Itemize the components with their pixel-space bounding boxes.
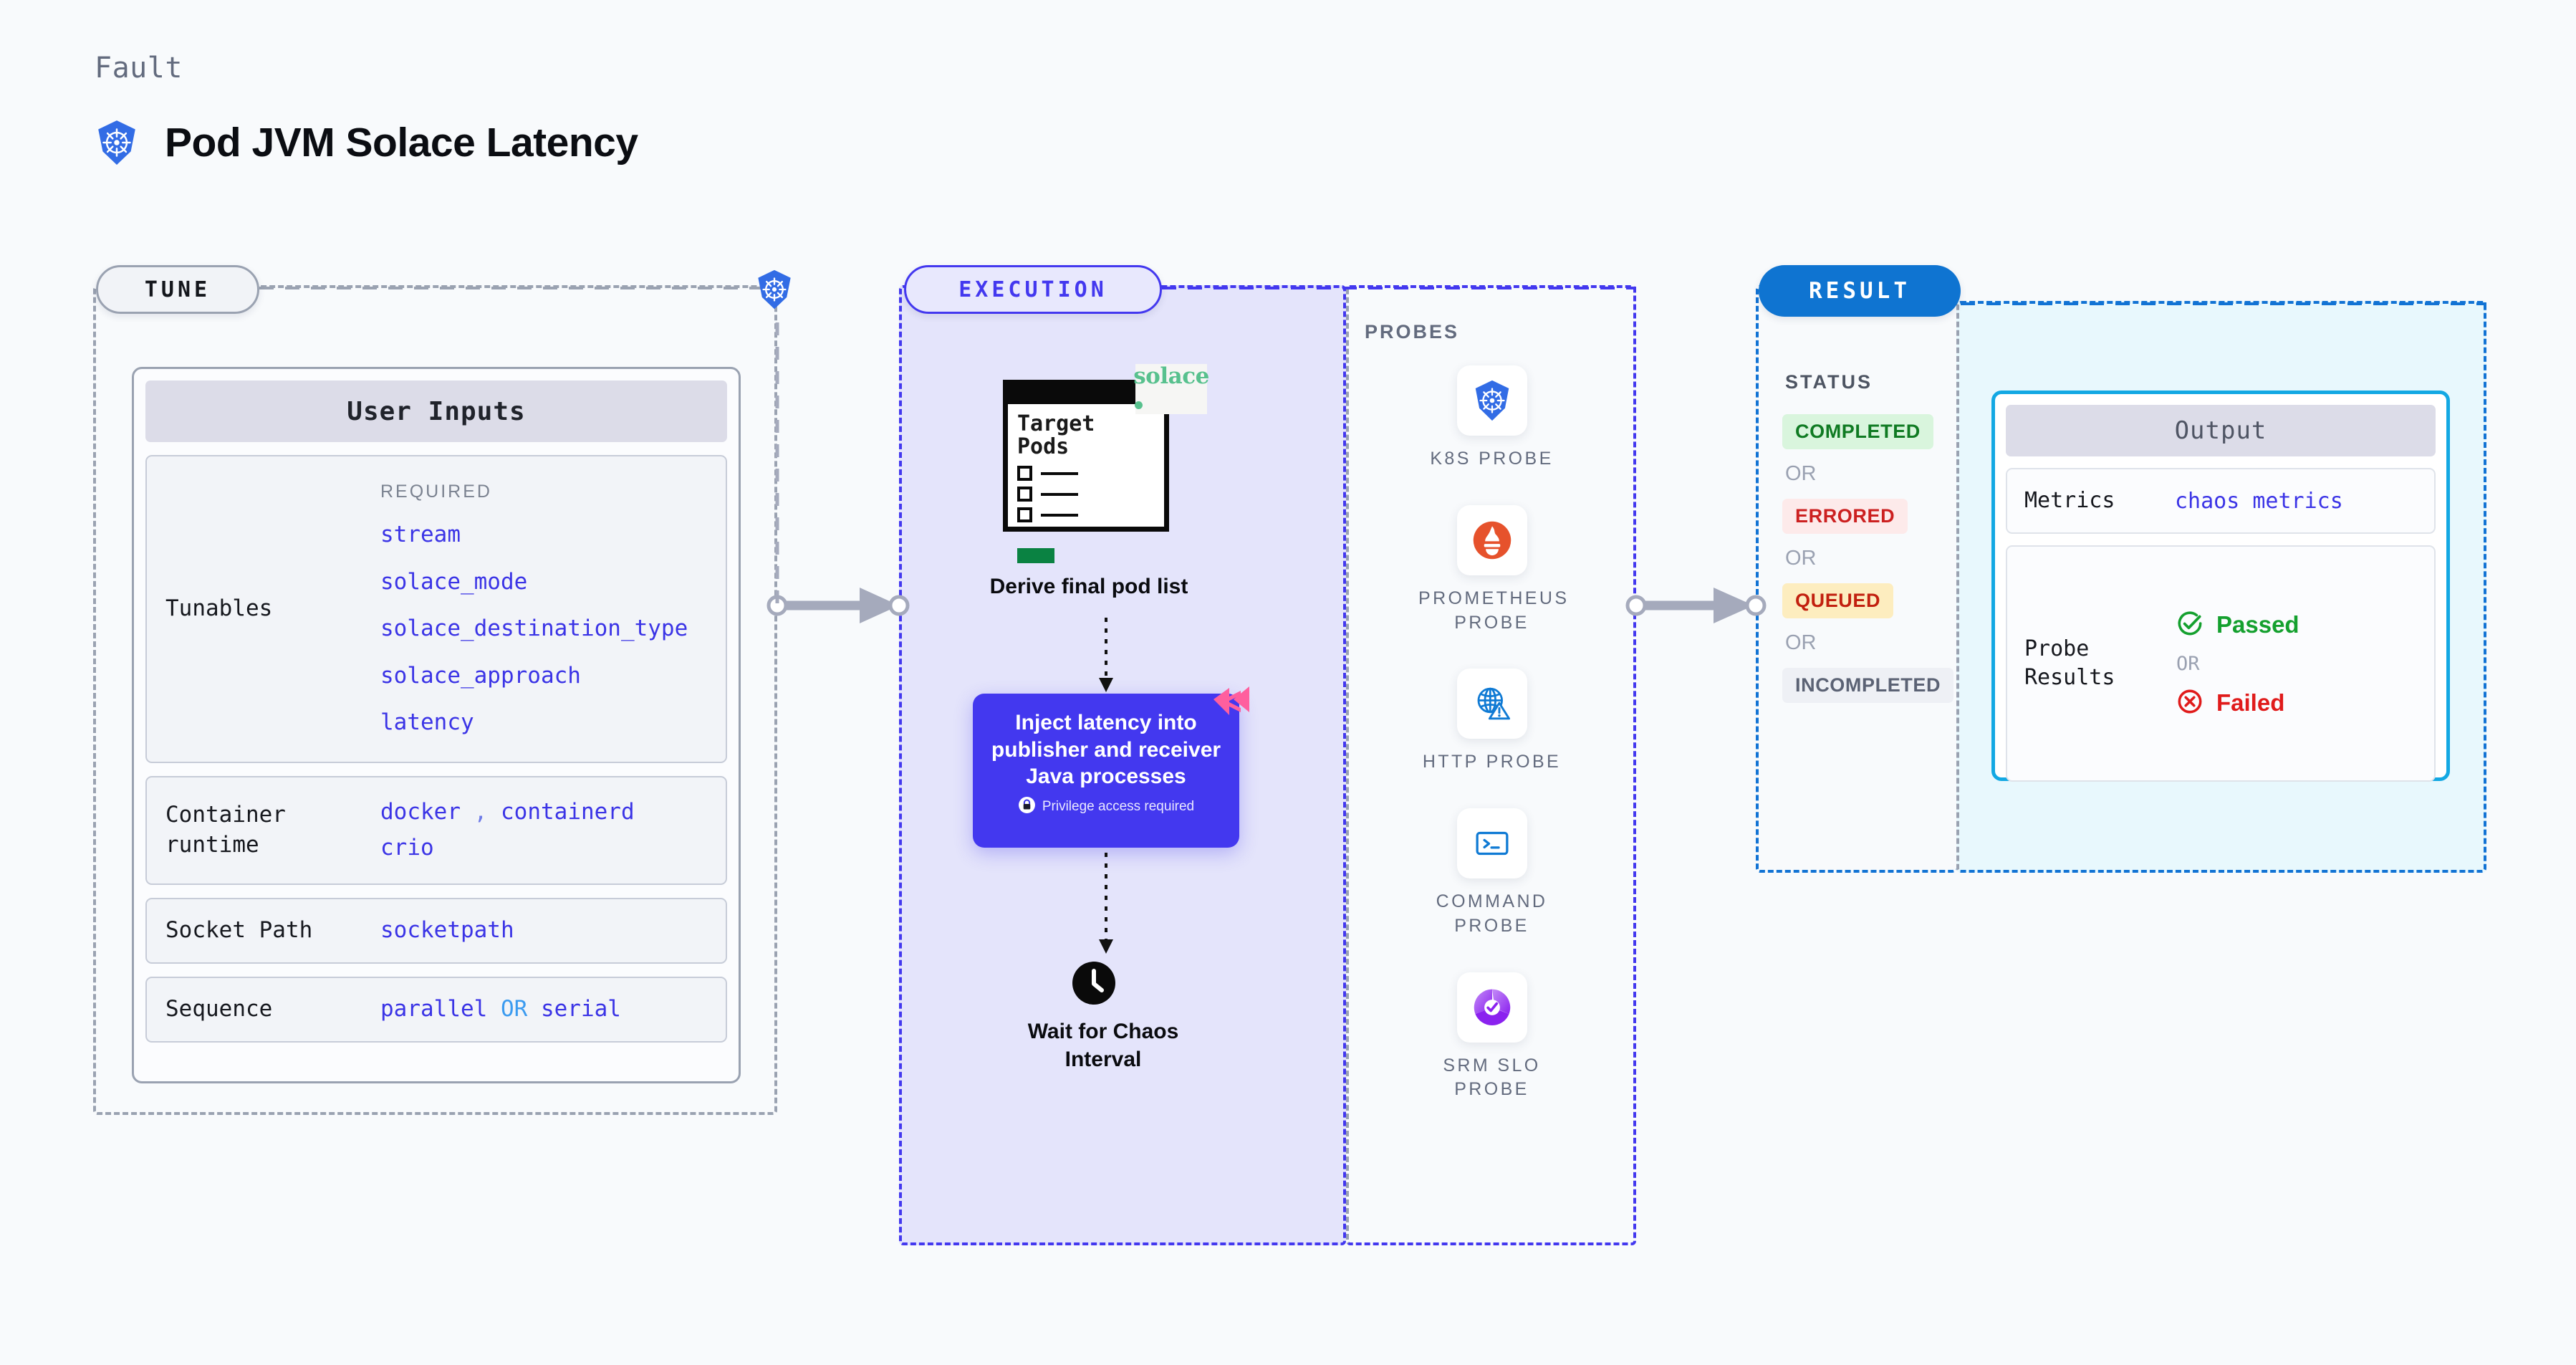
tunable-solace-mode[interactable]: solace_mode	[380, 568, 528, 595]
solace-logo-icon: solace	[1133, 363, 1209, 414]
metrics-row: Metrics chaos metrics	[2006, 468, 2436, 534]
page-title: Pod JVM Solace Latency	[165, 120, 638, 166]
page-title-row: Pod JVM Solace Latency	[93, 119, 638, 166]
page-eyebrow: Fault	[95, 52, 183, 85]
wait-chaos-interval-caption: Wait for Chaos Interval	[1027, 1020, 1179, 1071]
tunable-latency[interactable]: latency	[380, 709, 474, 736]
status-or-3: OR	[1785, 631, 1817, 654]
runtime-separator: ,	[474, 799, 488, 825]
doc-checklist	[1017, 466, 1078, 528]
status-badge-completed: COMPLETED	[1782, 414, 1933, 449]
container-runtime-key: Container runtime	[165, 802, 286, 858]
metrics-value[interactable]: chaos metrics	[2175, 488, 2343, 514]
tab-result[interactable]: RESULT	[1759, 265, 1961, 317]
probe-label: COMMAND PROBE	[1436, 891, 1548, 936]
tab-execution[interactable]: EXECUTION	[904, 265, 1162, 314]
output-title: Output	[2006, 405, 2436, 456]
srm-slo-icon	[1456, 972, 1527, 1043]
terminal-icon	[1456, 808, 1527, 878]
probes-section-title: PROBES	[1365, 321, 1460, 343]
harness-logo-icon	[1212, 684, 1251, 723]
x-circle-icon	[2175, 686, 2205, 719]
required-label: REQUIRED	[380, 482, 492, 502]
probe-srm-slo[interactable]: SRM SLO PROBE	[1418, 972, 1565, 1103]
probes-list: K8S PROBE PROMETHEUS PROBE	[1418, 365, 1570, 1103]
socket-path-key: Socket Path	[165, 917, 313, 944]
probes-stage-panel	[1346, 285, 1636, 1245]
probe-results-values: Passed OR Failed	[2175, 608, 2299, 719]
status-badge-incompleted: INCOMPLETED	[1782, 668, 1954, 703]
tunables-row: Tunables REQUIRED stream solace_mode sol…	[145, 455, 727, 763]
socket-path-row: Socket Path socketpath	[145, 898, 727, 964]
user-inputs-card: User Inputs Tunables REQUIRED stream sol…	[132, 367, 741, 1083]
doc-title: Target Pods	[1017, 411, 1095, 459]
status-badge-errored: ERRORED	[1782, 499, 1908, 534]
sequence-parallel[interactable]: parallel	[380, 996, 488, 1022]
socket-path-value[interactable]: socketpath	[380, 917, 514, 944]
target-pods-doc: Target Pods solace	[1003, 363, 1209, 563]
status-section-title: STATUS	[1785, 371, 1873, 393]
probe-prometheus[interactable]: PROMETHEUS PROBE	[1418, 504, 1570, 636]
kubernetes-icon	[1456, 365, 1527, 436]
sequence-separator: OR	[500, 996, 528, 1022]
sequence-values: parallel OR serial	[380, 992, 621, 1028]
clock-icon	[1071, 960, 1117, 1010]
probe-http[interactable]: HTTP PROBE	[1418, 669, 1565, 775]
inject-latency-node[interactable]: Inject latency into publisher and receiv…	[973, 686, 1249, 848]
globe-warning-icon	[1456, 669, 1527, 739]
tunables-key: Tunables	[165, 595, 273, 622]
probe-label: K8S PROBE	[1430, 449, 1554, 469]
container-runtime-row: Container runtime docker , containerd cr…	[145, 776, 727, 885]
status-or-2: OR	[1785, 547, 1817, 570]
derive-pod-list-caption: Derive final pod list	[989, 575, 1188, 598]
tune-stage-panel	[93, 285, 777, 1115]
probe-result-passed: Passed	[2175, 608, 2299, 641]
tunables-values: REQUIRED stream solace_mode solace_desti…	[380, 477, 688, 741]
inject-latency-text: Inject latency into publisher and receiv…	[991, 711, 1221, 788]
doc-progress-bar	[1017, 548, 1054, 563]
runtime-crio[interactable]: crio	[380, 835, 434, 861]
probe-label: PROMETHEUS PROBE	[1418, 588, 1570, 633]
metrics-key: Metrics	[2024, 487, 2115, 513]
kubernetes-icon	[93, 119, 140, 166]
probe-result-or: OR	[2176, 652, 2200, 675]
runtime-containerd[interactable]: containerd	[501, 799, 635, 825]
probe-label: HTTP PROBE	[1422, 752, 1562, 772]
tunable-stream[interactable]: stream	[380, 522, 461, 548]
sequence-serial[interactable]: serial	[540, 996, 621, 1022]
sequence-row: Sequence parallel OR serial	[145, 977, 727, 1043]
tunable-solace-destination-type[interactable]: solace_destination_type	[380, 616, 688, 642]
lock-icon	[1018, 796, 1036, 818]
check-circle-icon	[2175, 608, 2205, 641]
tunable-solace-approach[interactable]: solace_approach	[380, 662, 581, 689]
probe-command[interactable]: COMMAND PROBE	[1418, 808, 1565, 939]
status-list: COMPLETED OR ERRORED OR QUEUED OR INCOMP…	[1782, 414, 1954, 703]
probe-k8s[interactable]: K8S PROBE	[1418, 365, 1565, 471]
kubernetes-badge-icon	[754, 269, 795, 314]
probe-label: SRM SLO PROBE	[1443, 1055, 1541, 1100]
status-badge-queued: QUEUED	[1782, 583, 1894, 618]
container-runtime-values: docker , containerd crio	[380, 795, 635, 866]
user-inputs-title: User Inputs	[145, 380, 727, 442]
runtime-docker[interactable]: docker	[380, 799, 461, 825]
status-or-1: OR	[1785, 462, 1817, 485]
privilege-note: Privilege access required	[1018, 796, 1194, 818]
probe-result-failed: Failed	[2175, 686, 2299, 719]
tab-tune[interactable]: TUNE	[96, 265, 259, 314]
sequence-key: Sequence	[165, 996, 273, 1022]
prometheus-icon	[1456, 504, 1527, 575]
